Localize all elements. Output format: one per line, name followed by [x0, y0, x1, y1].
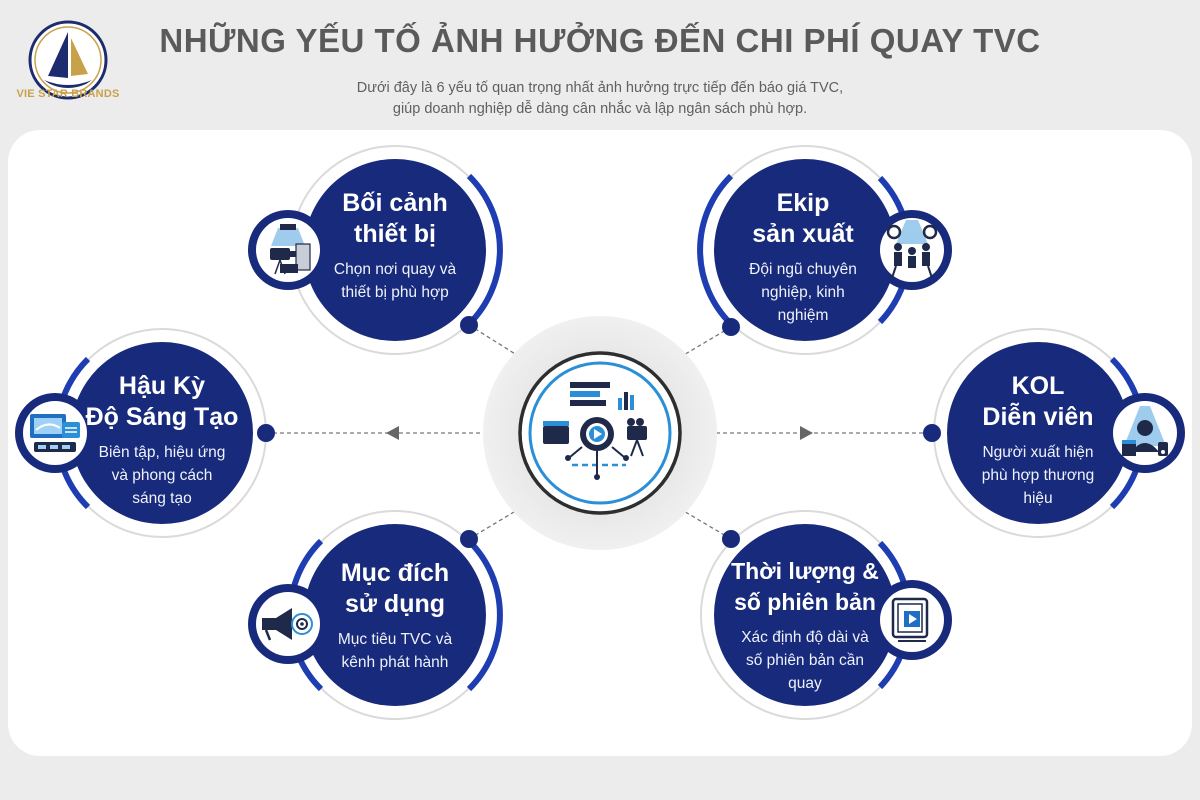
factor-kol — [923, 328, 1185, 538]
factor-description: Xác định độ dài và số phiên bản cần quay — [741, 629, 869, 692]
editing-monitor-icon — [30, 414, 80, 452]
factor-title: Bối cảnh thiết bị — [342, 189, 448, 248]
page-subtitle: Dưới đây là 6 yếu tố quan trọng nhất ảnh… — [0, 78, 1200, 120]
factor-text-ekip: Ekip sản xuất Đội ngũ chuyên nghiệp, kin… — [728, 188, 878, 327]
connector-dot-hau-ky — [257, 424, 275, 442]
connector-dot-kol — [923, 424, 941, 442]
subtitle-line-2: giúp doanh nghiệp dễ dàng cân nhắc và lậ… — [392, 101, 808, 117]
factor-description: Chọn nơi quay và thiết bị phù hợp — [333, 261, 457, 301]
factor-text-kol: KOL Diễn viên Người xuất hiện phù hợp th… — [963, 371, 1113, 510]
factor-ekip — [697, 145, 952, 355]
arrow-right — [800, 426, 813, 440]
arrow-left — [386, 426, 399, 440]
factor-description: Mục tiêu TVC và kênh phát hành — [337, 631, 453, 671]
factor-text-boi-canh: Bối cảnh thiết bị Chọn nơi quay và thiết… — [325, 188, 465, 304]
factor-text-hau-ky: Hậu Kỳ Độ Sáng Tạo Biên tập, hiệu ứng và… — [82, 371, 242, 510]
connector-dot-boi-canh — [460, 316, 478, 334]
connector-dot-ekip — [722, 318, 740, 336]
factor-title: KOL Diễn viên — [982, 372, 1094, 431]
factor-description: Biên tập, hiệu ứng và phong cách sáng tạ… — [98, 444, 226, 507]
factor-title: Ekip sản xuất — [752, 189, 854, 248]
production-hub-icon — [543, 382, 647, 480]
factor-muc-dich — [248, 510, 503, 720]
center-hub — [483, 316, 717, 550]
film-crew-icon — [886, 220, 938, 279]
studio-camera-icon — [270, 224, 311, 275]
megaphone-target-icon — [262, 608, 313, 641]
sailboat-logo-icon — [28, 20, 108, 100]
factor-hau-ky — [15, 328, 275, 538]
factor-title: Mục đích sử dụng — [340, 559, 450, 618]
connector-dot-muc-dich — [460, 530, 478, 548]
subtitle-line-1: Dưới đây là 6 yếu tố quan trọng nhất ảnh… — [356, 80, 844, 96]
factor-description: Người xuất hiện phù hợp thương hiệu — [981, 444, 1095, 507]
factor-description: Đội ngũ chuyên nghiệp, kinh nghiệm — [749, 261, 857, 324]
factor-title: Hậu Kỳ Độ Sáng Tạo — [85, 372, 239, 431]
factor-text-muc-dich: Mục đích sử dụng Mục tiêu TVC và kênh ph… — [322, 558, 468, 674]
factor-title: Thời lượng & số phiên bản — [731, 558, 879, 615]
page-title: NHỮNG YẾU TỐ ẢNH HƯỞNG ĐẾN CHI PHÍ QUAY … — [159, 22, 1041, 59]
connector-dot-thoi-luong — [722, 530, 740, 548]
factor-boi-canh — [248, 145, 503, 355]
actor-spotlight-icon — [1122, 406, 1168, 456]
factor-text-thoi-luong: Thời lượng & số phiên bản Xác định độ dà… — [725, 556, 885, 695]
factor-thoi-luong — [700, 510, 952, 720]
video-versions-icon — [891, 597, 929, 642]
logo-text: VIE STAR BRANDS — [16, 88, 120, 100]
